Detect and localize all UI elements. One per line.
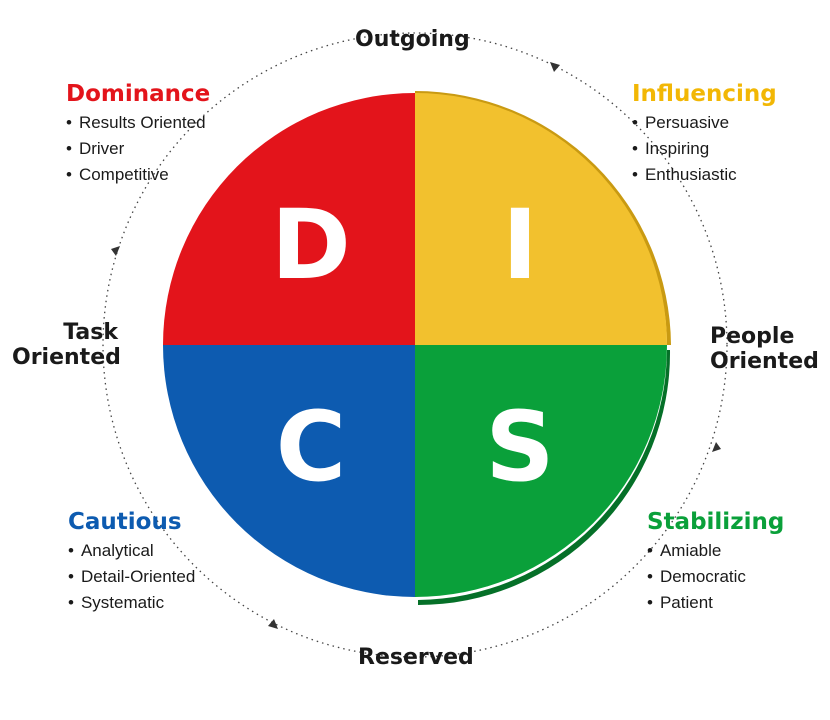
orbit-arrow-right-icon xyxy=(712,442,721,452)
orbit-dotted-circle xyxy=(102,32,728,658)
dominance-title: Dominance xyxy=(66,81,211,107)
list-item: Enthusiastic xyxy=(632,162,777,188)
axis-label-top: Outgoing xyxy=(355,27,470,52)
cautious-block: Cautious Analytical Detail-Oriented Syst… xyxy=(68,508,195,616)
dominance-letter: D xyxy=(271,189,351,301)
list-item: Results Oriented xyxy=(66,110,210,136)
list-item: Patient xyxy=(647,590,784,616)
list-item: Systematic xyxy=(68,590,195,616)
list-item: Driver xyxy=(66,136,210,162)
axis-label-bottom: Reserved xyxy=(358,645,474,670)
orbit-arrow-left-icon xyxy=(111,246,120,256)
cautious-quadrant xyxy=(163,345,415,597)
axis-label-right: People Oriented xyxy=(710,324,819,374)
stabilizing-traits: Amiable Democratic Patient xyxy=(647,538,784,616)
list-item: Persuasive xyxy=(632,110,777,136)
stabilizing-letter: S xyxy=(485,391,554,503)
stabilizing-quadrant xyxy=(415,345,667,597)
list-item: Analytical xyxy=(68,538,195,564)
cautious-traits: Analytical Detail-Oriented Systematic xyxy=(68,538,195,616)
axis-label-left: Task Oriented xyxy=(12,320,121,370)
influencing-letter: I xyxy=(502,189,538,301)
dominance-block: Dominance Results Oriented Driver Compet… xyxy=(66,80,210,188)
list-item: Detail-Oriented xyxy=(68,564,195,590)
dominance-traits: Results Oriented Driver Competitive xyxy=(66,110,210,188)
influencing-title: Influencing xyxy=(632,81,777,107)
dominance-quadrant xyxy=(163,93,415,345)
stabilizing-title: Stabilizing xyxy=(647,509,785,535)
list-item: Democratic xyxy=(647,564,784,590)
list-item: Amiable xyxy=(647,538,784,564)
orbit-arrow-bottom-left-icon xyxy=(268,619,278,629)
influencing-traits: Persuasive Inspiring Enthusiastic xyxy=(632,110,777,188)
list-item: Competitive xyxy=(66,162,210,188)
list-item: Inspiring xyxy=(632,136,777,162)
orbit-arrow-top-right-icon xyxy=(550,62,560,72)
stabilizing-block: Stabilizing Amiable Democratic Patient xyxy=(647,508,784,616)
influencing-block: Influencing Persuasive Inspiring Enthusi… xyxy=(632,80,777,188)
influencing-quadrant xyxy=(415,93,667,345)
cautious-title: Cautious xyxy=(68,509,182,535)
cautious-letter: C xyxy=(276,391,346,503)
